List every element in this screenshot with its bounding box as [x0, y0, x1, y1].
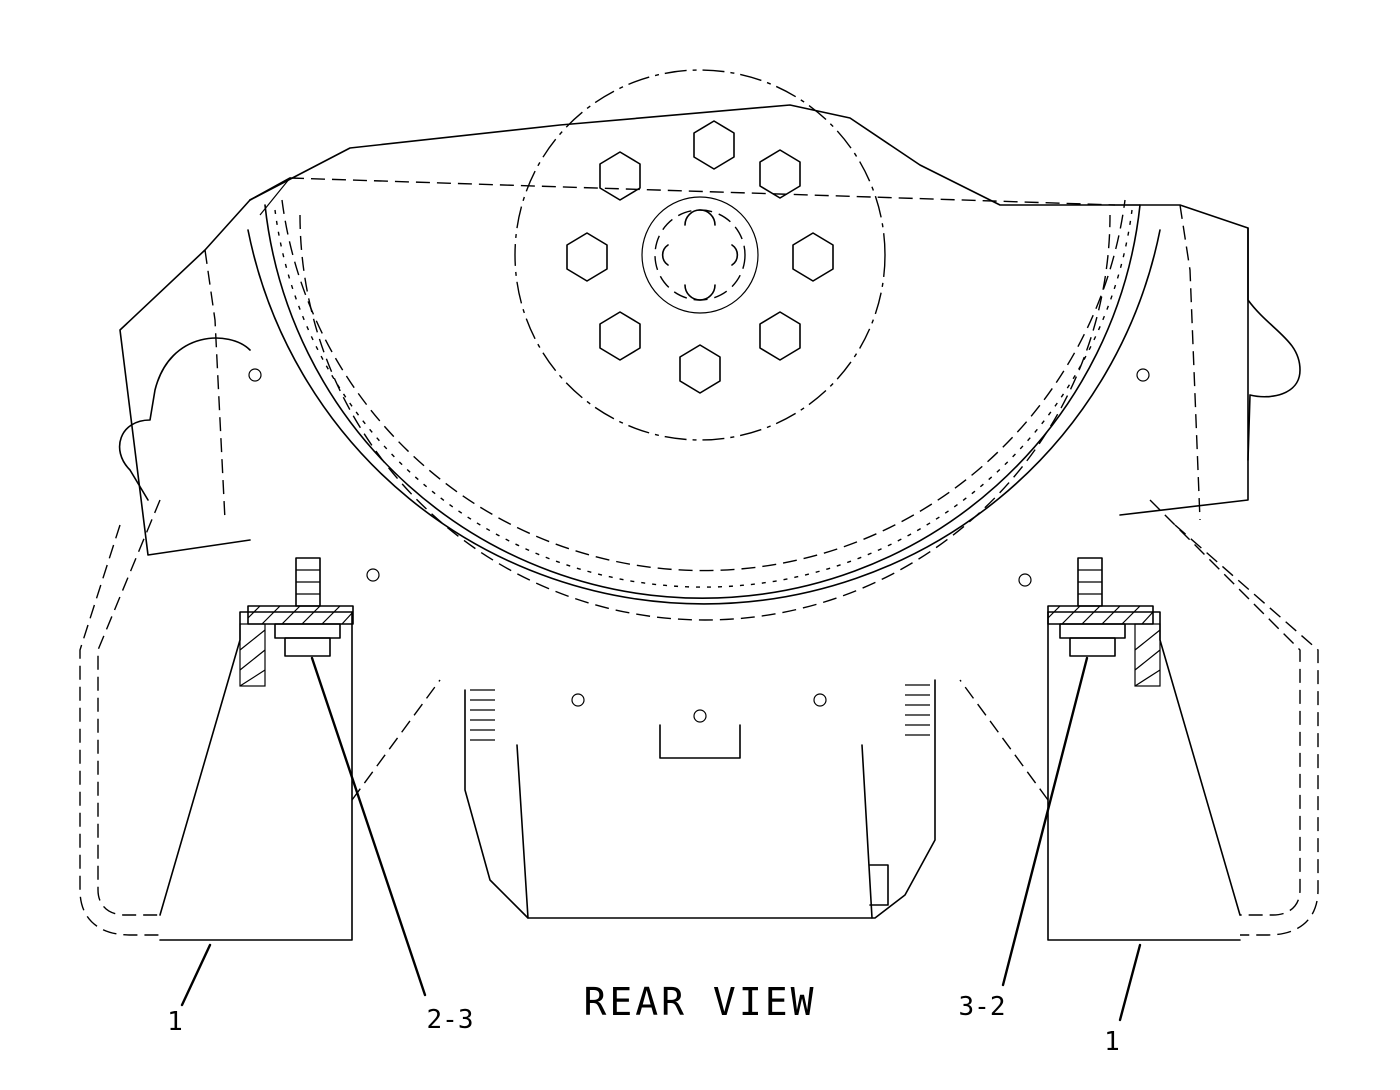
callout-right-bolt: 3-2 — [959, 992, 1006, 1022]
hex-bolt-icon — [566, 232, 608, 282]
leader-left-bolt — [310, 656, 427, 997]
leader-right-bolt — [1001, 656, 1089, 987]
hex-bolt-icon — [759, 149, 801, 199]
hex-bolt-icon — [759, 311, 801, 361]
right-mounting-bolt — [1047, 557, 1154, 657]
leader-right-support — [1118, 943, 1142, 1022]
view-title: REAR VIEW — [584, 980, 817, 1024]
left-engine-support — [79, 499, 441, 941]
callout-right-support: 1 — [1104, 1027, 1120, 1057]
hex-bolt-icon — [693, 120, 735, 170]
flywheel-housing — [118, 104, 1301, 556]
leader-lines — [180, 656, 1142, 1022]
hex-bolt-icon — [599, 311, 641, 361]
right-engine-support — [959, 499, 1319, 941]
hex-bolt-icon — [599, 151, 641, 201]
callout-left-support: 1 — [167, 1007, 183, 1037]
left-mounting-bolt — [247, 557, 354, 657]
leader-left-support — [180, 943, 212, 1007]
callout-left-bolt: 2-3 — [427, 1005, 474, 1035]
oil-pan — [464, 679, 936, 919]
flywheel-ring-gear — [247, 177, 1161, 759]
crankshaft-flange — [514, 69, 886, 441]
hex-bolt-icon — [679, 344, 721, 394]
hex-bolt-icon — [792, 232, 834, 282]
flange-bolt-hexes — [566, 120, 834, 394]
